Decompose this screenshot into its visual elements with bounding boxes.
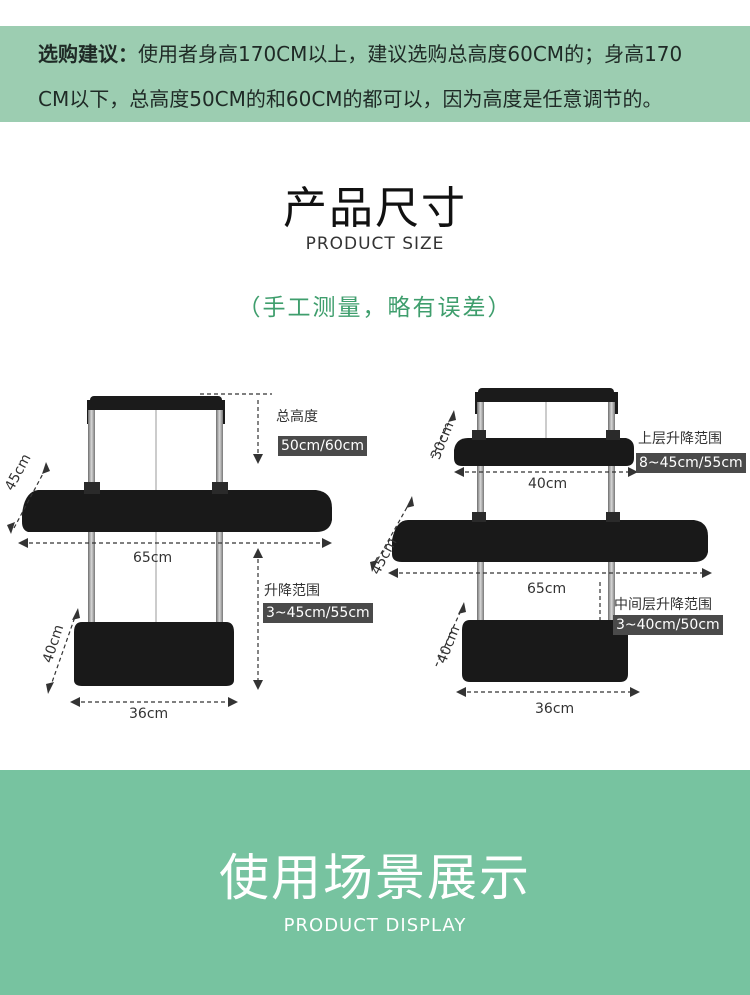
left-top-width: 65cm <box>133 550 173 566</box>
advice-banner: 选购建议：使用者身高170CM以上，建议选购总高度60CM的；身高170 CM以… <box>0 26 750 122</box>
right-middle-lift-label: 中间层升降范围 <box>614 597 712 613</box>
display-title: 使用场景展示 <box>219 849 531 907</box>
left-total-height-label: 总高度 <box>276 409 318 425</box>
advice-line-2: CM以下，总高度50CM的和60CM的都可以，因为高度是任意调节的。 <box>38 87 663 111</box>
size-subtitle: PRODUCT SIZE <box>305 234 445 254</box>
size-title: 产品尺寸 <box>283 183 467 234</box>
right-base-width: 36cm <box>535 701 575 717</box>
right-upper-lift-value: 8~45cm/55cm <box>636 453 746 473</box>
display-section <box>0 770 750 995</box>
left-base-width: 36cm <box>129 706 169 722</box>
right-upper-width: 40cm <box>528 476 568 492</box>
display-subtitle: PRODUCT DISPLAY <box>283 915 467 936</box>
advice-line-1-text: 使用者身高170CM以上，建议选购总高度60CM的；身高170 <box>138 42 683 66</box>
right-upper-lift-label: 上层升降范围 <box>638 431 722 447</box>
desk-diagrams <box>7 388 712 707</box>
advice-line-1: 选购建议：使用者身高170CM以上，建议选购总高度60CM的；身高170 <box>38 32 738 77</box>
right-middle-lift-value: 3~40cm/50cm <box>613 615 723 635</box>
left-total-height-value: 50cm/60cm <box>278 436 368 456</box>
left-desk <box>7 393 332 707</box>
advice-lead: 选购建议： <box>38 42 138 66</box>
left-lift-label: 升降范围 <box>264 583 320 599</box>
right-desk <box>370 388 712 697</box>
right-middle-width: 65cm <box>527 581 567 597</box>
measurement-note: （手工测量，略有误差） <box>237 295 513 321</box>
left-lift-value: 3~45cm/55cm <box>263 603 373 623</box>
